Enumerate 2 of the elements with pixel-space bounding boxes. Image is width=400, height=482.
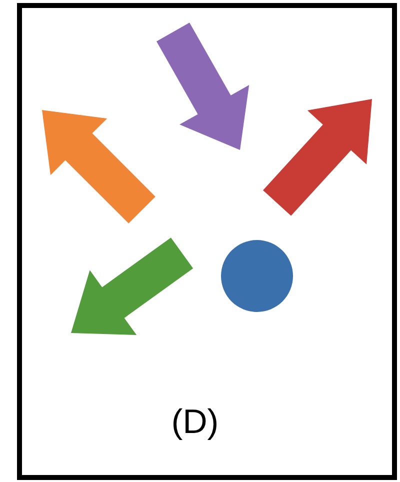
circle — [221, 240, 293, 312]
panel-label: (D) — [171, 405, 219, 439]
